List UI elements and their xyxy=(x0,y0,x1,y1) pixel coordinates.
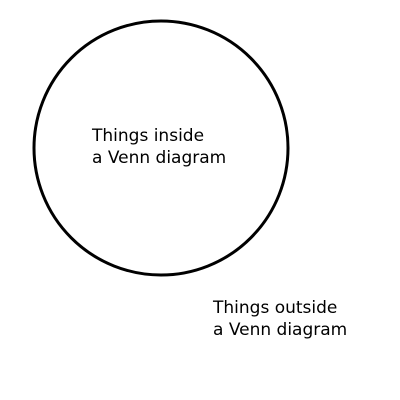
inside-label-line-1: Things inside xyxy=(92,126,205,146)
outside-label-line-1: Things outside xyxy=(213,298,338,318)
inside-label: Things inside a Venn diagram xyxy=(92,125,226,169)
outside-label-line-2: a Venn diagram xyxy=(213,320,348,340)
venn-circle xyxy=(32,19,290,277)
outside-label: Things outside a Venn diagram xyxy=(213,297,347,341)
inside-label-line-2: a Venn diagram xyxy=(92,148,227,168)
